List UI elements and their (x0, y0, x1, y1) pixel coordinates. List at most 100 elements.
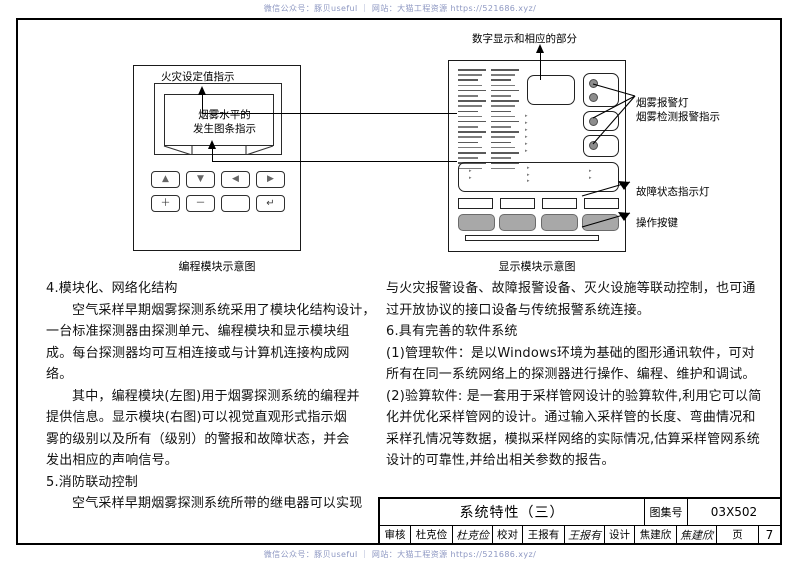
annotation-smoke-alarm-lamp-line1: 烟雾报警灯 (636, 97, 689, 109)
programming-module-diagram: ▲ ▼ ◀ ▶ ＋ － ↵ (133, 65, 301, 251)
fault-marks-group-3: ▸▸ (589, 168, 592, 181)
leader-fire-setpoint-v (202, 95, 204, 113)
key-minus[interactable]: － (186, 195, 215, 212)
paragraph: 雾的级别以及所有（级别）的警报和故障状态，并会 (46, 431, 350, 447)
annotation-digital-display: 数字显示和相应的部分 (472, 33, 577, 45)
smoke-level-bar-column-right (491, 69, 519, 173)
programming-module-caption: 编程模块示意图 (178, 260, 256, 273)
check-signature: 王报有 (564, 526, 604, 543)
title-block-signature-row: 审核 杜克俭 杜克俭 校对 王报有 王报有 设计 焦建欣 焦建欣 页 7 (380, 526, 780, 543)
annotation-smoke-alarm-lamp: 烟雾报警灯 烟雾检测报警指示 (636, 96, 720, 124)
arrowhead-digital-display (536, 44, 544, 53)
leader-operation-keys (581, 212, 631, 228)
key-down-arrow[interactable]: ▼ (186, 171, 215, 188)
display-button[interactable] (458, 198, 493, 209)
smoke-alarm-led-box-1 (583, 73, 619, 107)
display-button[interactable] (500, 198, 535, 209)
annotation-operation-keys: 操作按键 (636, 217, 678, 229)
display-button[interactable] (584, 198, 619, 209)
paragraph: 6.具有完善的软件系统 (386, 324, 518, 339)
paragraph: 4.模块化、网络化结构 (46, 281, 178, 296)
atlas-number-value: 03X502 (687, 499, 780, 526)
design-label: 设计 (604, 526, 634, 543)
paragraph: 与火灾报警设备、故障报警设备、灭火设施等联动控制，也可通 (386, 281, 756, 296)
paragraph: 5.消防联动控制 (46, 474, 139, 490)
operation-key[interactable] (540, 214, 578, 231)
key-blank[interactable] (221, 195, 250, 212)
leader-fire-setpoint-h (202, 113, 457, 115)
smoke-level-bar-column-left (458, 69, 486, 173)
display-module-diagram: ▸▸▸▸▸▸ ▸▸ ▸▸▸ ▸▸ (448, 60, 626, 252)
programming-module-screen (164, 94, 274, 146)
annotation-smoke-level: 烟雾水平的 发生图条指示 (193, 108, 256, 136)
key-plus[interactable]: ＋ (151, 195, 180, 212)
title-block-main-row: 系统特性（三） 图集号 03X502 (380, 499, 780, 527)
operation-key[interactable] (499, 214, 537, 231)
check-name: 王报有 (522, 526, 564, 543)
paragraph: 设计的可靠性,并给出相关参数的报告。 (386, 453, 615, 468)
paragraph: 化并优化采样管网的设计。通过输入采样管的长度、弯曲情况和 (386, 410, 756, 425)
page-label: 页 (716, 526, 758, 543)
paragraph: 一台标准探测器由探测单元、编程模块和显示模块组 (46, 324, 350, 339)
leader-smoke-level-v (212, 149, 214, 161)
key-left-arrow[interactable]: ◀ (221, 171, 250, 188)
operation-key[interactable] (581, 214, 619, 231)
atlas-number-label: 图集号 (644, 499, 687, 526)
drawing-title: 系统特性（三） (459, 505, 565, 522)
review-name: 杜克俭 (410, 526, 452, 543)
check-label: 校对 (492, 526, 522, 543)
paragraph: 采样孔情况等数据，模拟采样网络的实际情况,估算采样管网系统 (386, 431, 760, 447)
display-button[interactable] (542, 198, 577, 209)
top-watermark: 微信公众号：豚贝useful ｜ 网站：大猫工程资源 https://52168… (263, 4, 537, 13)
setpoint-marker-column: ▸▸▸▸▸▸ (525, 113, 528, 154)
smoke-alarm-led (589, 141, 598, 150)
paragraph: 提供信息。显示模块(右图)可以视觉直观形式指示烟 (46, 410, 347, 425)
smoke-alarm-led (589, 93, 598, 102)
paragraph: 其中，编程模块(左图)用于烟雾探测系统的编程并 (72, 388, 360, 404)
leader-smoke-level-h (212, 161, 457, 163)
paragraph: (1)管理软件：是以Windows环境为基础的图形通讯软件，可对 (386, 345, 755, 361)
annotation-fire-setpoint: 火灾设定值指示 (161, 71, 235, 83)
design-signature: 焦建欣 (676, 526, 716, 543)
paragraph: 过开放协议的接口设备与传统报警系统连接。 (386, 302, 651, 318)
display-module-slot (465, 235, 599, 241)
page-number: 7 (758, 526, 780, 543)
paragraph: 络。 (46, 367, 73, 382)
fault-marks-group-1: ▸▸ (469, 168, 472, 181)
programming-module-keypad: ▲ ▼ ◀ ▶ ＋ － ↵ (151, 171, 285, 219)
bottom-watermark: 微信公众号：豚贝useful ｜ 网站：大猫工程资源 https://52168… (263, 550, 537, 559)
paragraph: 发出相应的声响信号。 (46, 453, 179, 468)
paragraph: 所有在同一系统网络上的探测器进行操作、编程、维护和调试。 (386, 367, 756, 382)
smoke-alarm-led (589, 79, 598, 88)
body-text-area: 4.模块化、网络化结构 空气采样早期烟雾探测系统采用了模块化结构设计， 一台标准… (18, 278, 780, 511)
paragraph: 空气采样早期烟雾探测系统采用了模块化结构设计， (72, 302, 376, 318)
body-column-right: 与火灾报警设备、故障报警设备、灭火设施等联动控制，也可通 过开放协议的接口设备与… (386, 278, 762, 472)
key-up-arrow[interactable]: ▲ (151, 171, 180, 188)
programming-module-screen-bezel (154, 83, 282, 155)
title-block: 系统特性（三） 图集号 03X502 审核 杜克俭 杜克俭 校对 王报有 王报有… (378, 497, 782, 545)
key-enter[interactable]: ↵ (256, 195, 285, 212)
paragraph: (2)验算软件: 是一套用于采样管网设计的验算软件,利用它可以简 (386, 388, 762, 404)
fault-status-indicator-panel: ▸▸ ▸▸▸ ▸▸ (458, 162, 619, 192)
paragraph: 成。每台探测器均可互相连接或与计算机连接构成网 (46, 345, 350, 361)
annotation-smoke-level-line2: 发生图条指示 (193, 123, 256, 135)
screen-bevel-lines (163, 145, 274, 155)
annotation-fault-status: 故障状态指示灯 (636, 186, 710, 198)
leader-digital-display (540, 50, 542, 80)
review-label: 审核 (384, 529, 406, 542)
arrowhead-smoke-level (208, 140, 216, 149)
annotation-smoke-alarm-lamp-line2: 烟雾检测报警指示 (636, 111, 720, 123)
design-name: 焦建欣 (634, 526, 676, 543)
fault-marks-group-2: ▸▸▸ (527, 165, 530, 184)
annotation-smoke-level-line1: 烟雾水平的 (198, 109, 251, 121)
keypad-row-function: ＋ － ↵ (151, 195, 285, 212)
keypad-row-arrows: ▲ ▼ ◀ ▶ (151, 171, 285, 188)
key-right-arrow[interactable]: ▶ (256, 171, 285, 188)
arrowhead-fire-setpoint (198, 86, 206, 95)
body-column-left: 4.模块化、网络化结构 空气采样早期烟雾探测系统采用了模块化结构设计， 一台标准… (46, 278, 396, 515)
display-module-button-row (458, 198, 619, 209)
digital-display-readout (527, 75, 575, 105)
operation-key[interactable] (458, 214, 495, 231)
leader-smoke-alarm-fan (592, 83, 636, 145)
review-signature: 杜克俭 (452, 526, 492, 543)
